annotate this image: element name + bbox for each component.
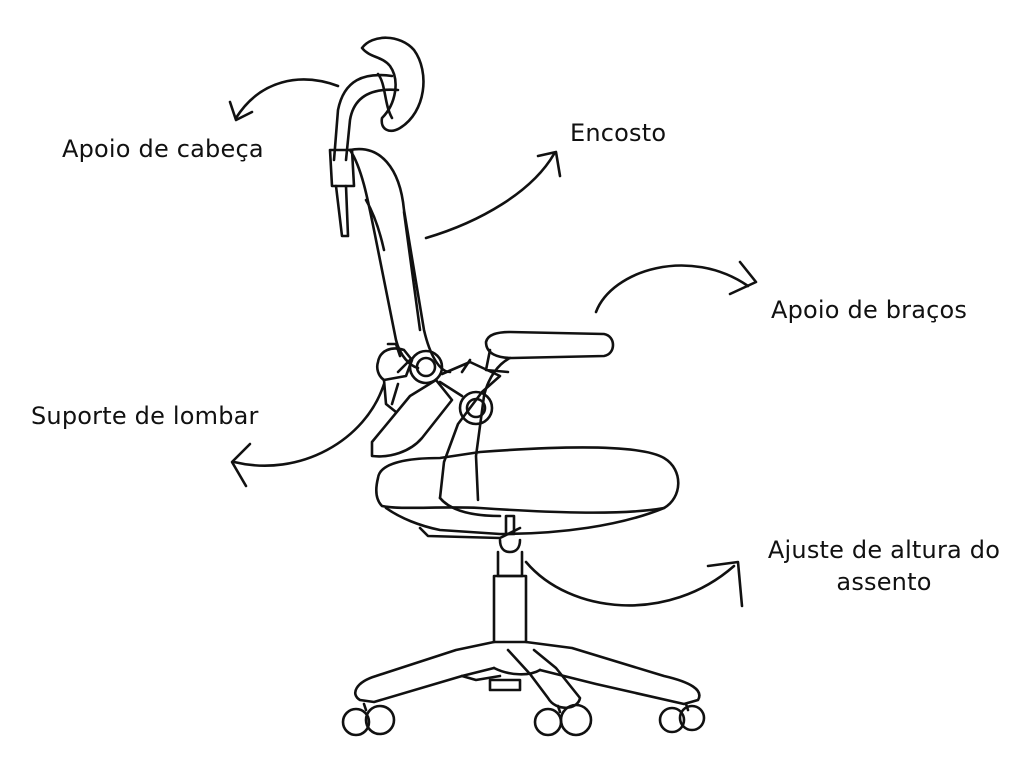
curved-arrow-icon <box>234 78 340 120</box>
arrow-seat-height <box>524 560 744 608</box>
backrest-shape <box>348 147 452 374</box>
label-lumbar-support: Suporte de lombar <box>31 402 259 430</box>
arrow-lumbar <box>230 382 386 488</box>
arrow-backrest <box>424 150 562 240</box>
joint-knobs <box>396 349 494 426</box>
headrest-shape <box>328 36 425 238</box>
label-armrest: Apoio de braços <box>771 296 968 324</box>
caster-wheels <box>341 702 706 737</box>
curved-arrow-icon <box>424 152 556 240</box>
arrow-armrest <box>594 260 758 314</box>
curved-arrow-icon <box>594 264 750 314</box>
curved-arrow-icon <box>232 382 386 467</box>
armrest-shape <box>438 330 615 502</box>
label-headrest: Apoio de cabeça <box>62 135 264 163</box>
label-seat-height-line2: assento <box>836 568 932 596</box>
arrow-headrest <box>228 78 340 122</box>
label-seat-height: Ajuste de altura do assento <box>752 534 1016 598</box>
label-backrest: Encosto <box>570 119 667 147</box>
label-seat-height-line1: Ajuste de altura do <box>767 536 1001 564</box>
seat-shape <box>374 446 680 540</box>
base-shape <box>354 640 701 710</box>
curved-arrow-icon <box>524 560 736 607</box>
